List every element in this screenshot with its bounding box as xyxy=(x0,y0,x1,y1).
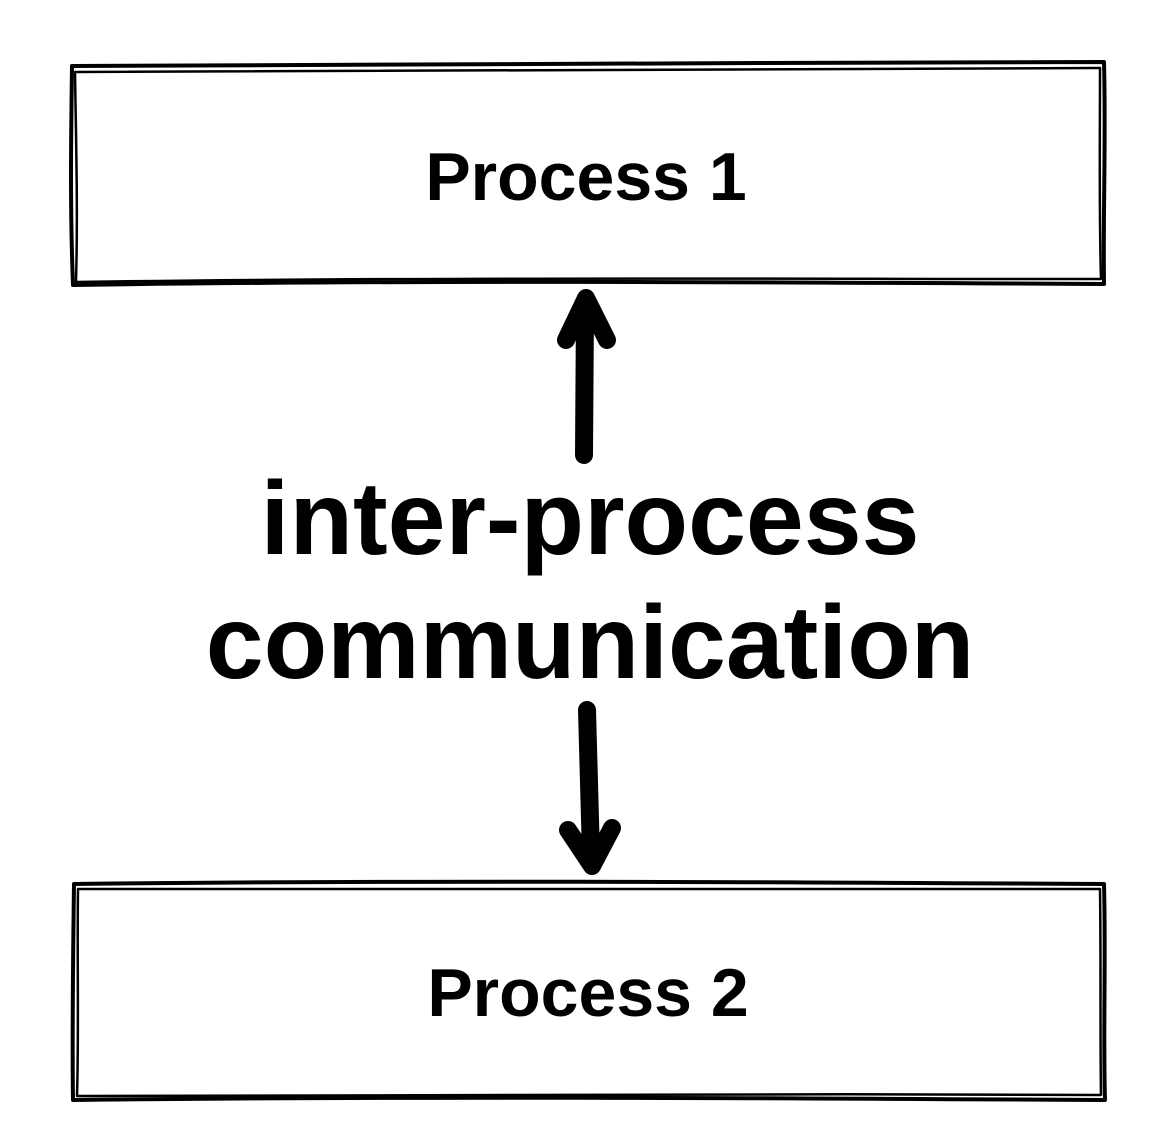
process-1-box[interactable]: Process 1 xyxy=(69,60,1107,287)
process-2-box[interactable]: Process 2 xyxy=(70,879,1107,1102)
arrow-down-icon xyxy=(559,701,621,875)
arrow-up-icon xyxy=(557,289,616,464)
connector-label-line-2: communication xyxy=(206,585,975,701)
connector-label-line-1: inter-process xyxy=(261,461,920,577)
process-1-label: Process 1 xyxy=(425,139,746,215)
process-2-label: Process 2 xyxy=(427,955,748,1031)
